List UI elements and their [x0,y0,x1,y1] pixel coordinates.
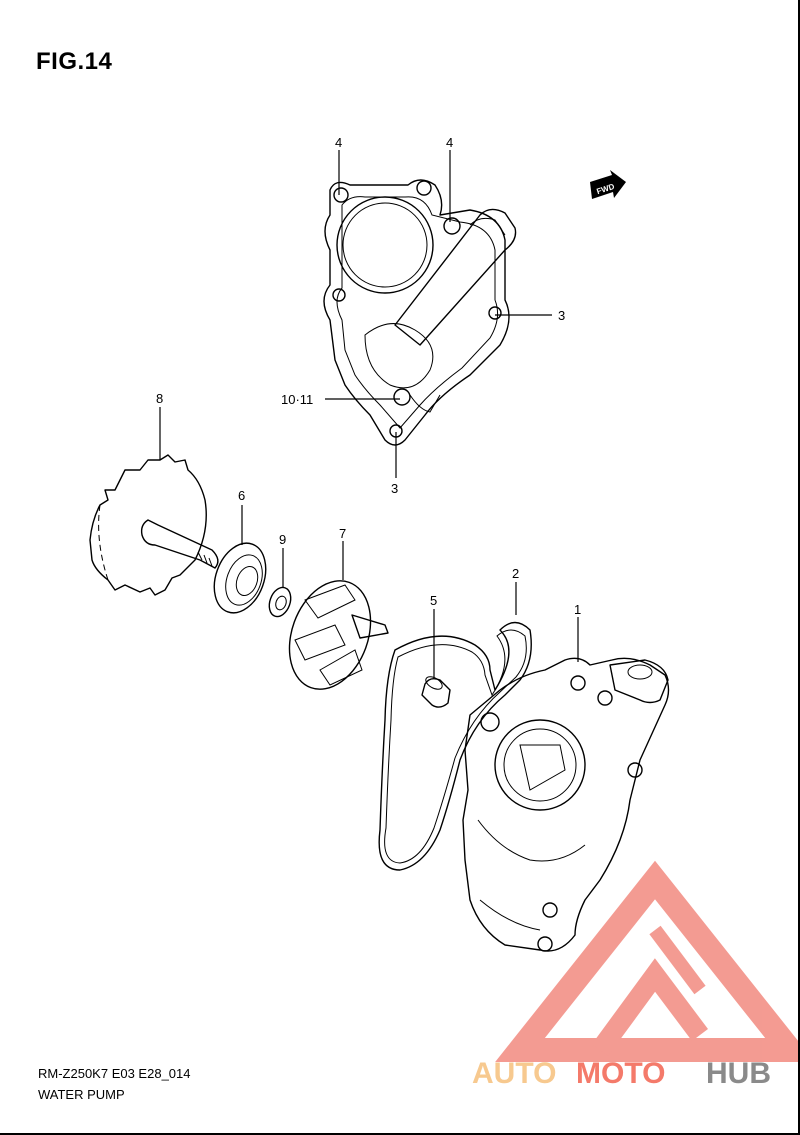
pump-cover [323,179,517,446]
figure-title: FIG.14 [36,48,113,75]
automotohub-watermark-logo [495,860,798,1062]
pump-housing [462,657,670,952]
washer [268,586,292,618]
callout-6: 6 [238,488,245,503]
callout-4b: 4 [446,135,453,150]
callout-7: 7 [339,526,346,541]
impeller [288,580,389,690]
callout-1: 1 [574,602,581,617]
dowel-pin [421,676,451,708]
callout-3a: 3 [558,308,565,323]
model-code: RM-Z250K7 E03 E28_014 [38,1066,191,1081]
callout-5: 5 [430,593,437,608]
o-ring-gasket [378,621,532,871]
callout-8: 8 [156,391,163,406]
callout-9: 9 [279,532,286,547]
wordmark-auto: AUTO [472,1057,556,1090]
callout-4a: 4 [335,135,342,150]
leader-lines [159,150,579,678]
forward-direction-arrow: FWD [590,170,626,199]
callout-labels: 4 4 3 3 10·11 8 6 9 7 5 2 1 [156,135,581,617]
bearing [213,542,267,614]
assembly-name: WATER PUMP [38,1087,125,1102]
wordmark-moto: MOTO [576,1057,665,1090]
wordmark-hub: HUB [706,1057,771,1090]
callout-10-11: 10·11 [281,392,313,407]
callout-3b: 3 [391,481,398,496]
automotohub-wordmark: AUTO MOTO HUB [472,1057,771,1090]
driven-gear [89,454,219,596]
callout-2: 2 [512,566,519,581]
